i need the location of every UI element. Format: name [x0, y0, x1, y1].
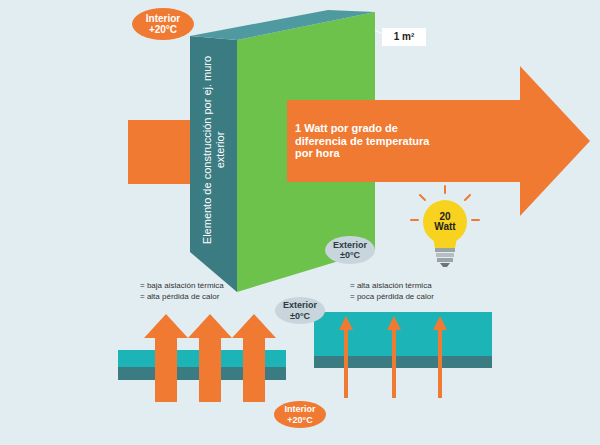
temperature-badge: Interior +20°C — [132, 8, 194, 40]
power-label: 20 Watt — [424, 207, 466, 237]
wall-label: Elemento de construcción por ej. muro ex… — [190, 50, 237, 250]
node-text: Interior +20°C — [139, 13, 187, 36]
temperature-badge: Exterior ±0°C — [325, 236, 375, 264]
node-text: 1 m² — [394, 31, 415, 43]
leader-line — [375, 30, 382, 34]
node-text: Interior +20°C — [281, 404, 319, 425]
wall-edge — [190, 36, 237, 292]
wall-layer — [314, 356, 492, 368]
node-text: 1 Watt por grado de diferencia de temper… — [295, 122, 445, 160]
heat-loss-arrows — [339, 316, 447, 398]
light-bulb — [411, 186, 479, 267]
heat-loss-arrows — [144, 314, 276, 402]
wall-top — [190, 10, 375, 40]
node-text: 20 Watt — [428, 212, 462, 233]
temperature-badge: Exterior ±0°C — [275, 297, 325, 324]
caption-text: = alta pérdida de calor — [140, 292, 219, 301]
caption-text: = baja aislación térmica — [140, 281, 224, 290]
arrow-label: 1 Watt por grado de diferencia de temper… — [291, 111, 449, 171]
node-text: Elemento de construcción por ej. muro ex… — [201, 53, 226, 247]
temperature-badge: Interior +20°C — [274, 401, 326, 428]
wall-layer — [314, 312, 492, 356]
caption-text: = poca pérdida de calor — [350, 292, 434, 301]
area-box: 1 m² — [382, 28, 426, 46]
node-text: Exterior ±0°C — [282, 300, 318, 321]
heat-flow-in — [128, 120, 194, 184]
heat-flow-arrow — [287, 66, 590, 216]
caption-text: = alta aislación térmica — [350, 281, 432, 290]
node-text: Exterior ±0°C — [332, 240, 368, 261]
